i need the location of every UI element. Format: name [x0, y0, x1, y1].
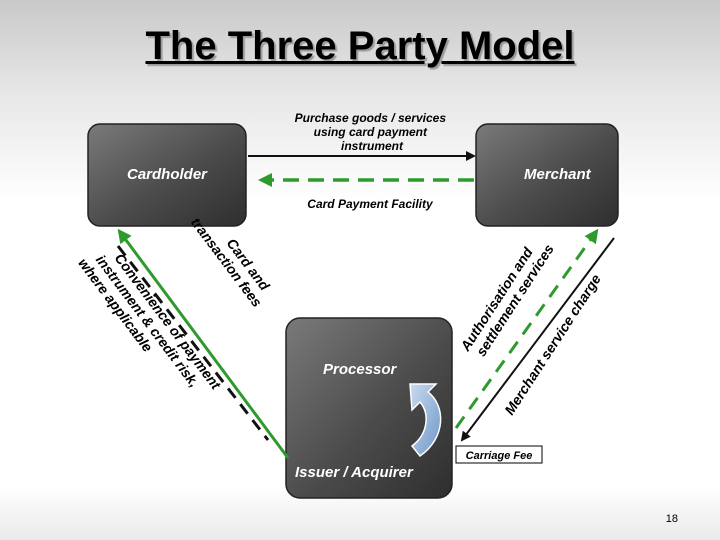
- slide-title: The Three Party Model: [145, 24, 575, 68]
- authorisation-arrow: [454, 228, 599, 429]
- merchant-label: Merchant: [524, 166, 592, 183]
- cardholder-box: Cardholder: [87, 123, 247, 227]
- convenience-arrow: [116, 245, 270, 441]
- convenience-label: Convenience of payment instrument & cred…: [75, 236, 226, 415]
- purchase-label-line-2: using card payment: [314, 125, 428, 139]
- purchase-label-line-1: Purchase goods / services: [295, 111, 447, 125]
- authorisation-label: Authorisation and settlement services: [457, 232, 557, 363]
- carriage-fee-label: Carriage Fee: [466, 450, 533, 462]
- purchase-label: Purchase goods / services using card pay…: [295, 111, 450, 153]
- page-number: 18: [665, 513, 678, 525]
- merchant-box: Merchant: [475, 123, 619, 227]
- card-payment-facility-label: Card Payment Facility: [307, 197, 434, 211]
- processor-label: Processor: [323, 361, 398, 378]
- merchant-service-arrow: [460, 237, 615, 442]
- carriage-fee-badge: Carriage Fee: [455, 445, 543, 464]
- cardholder-label: Cardholder: [127, 166, 208, 183]
- processor-box: Processor Issuer / Acquirer: [285, 317, 453, 499]
- card-fees-arrow: [117, 228, 290, 459]
- cycle-arrow-icon: [409, 383, 442, 458]
- issuer-acquirer-label: Issuer / Acquirer: [295, 464, 414, 481]
- purchase-label-line-3: instrument: [341, 139, 404, 153]
